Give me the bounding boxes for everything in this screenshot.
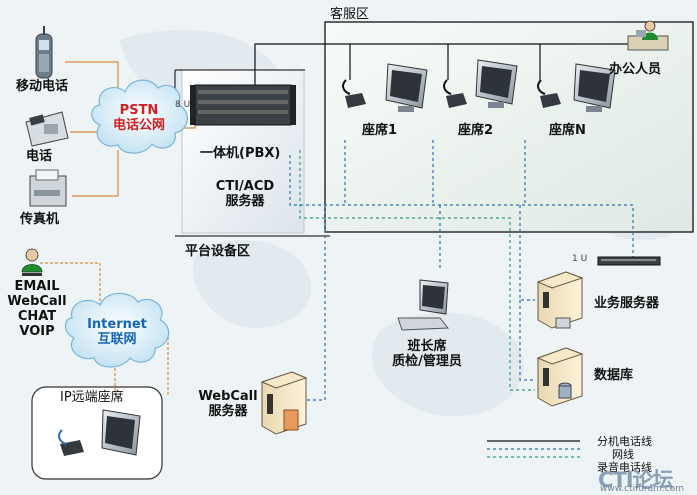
- pbx-unit-icon: [190, 84, 296, 126]
- legend-network-label: 网线: [612, 448, 634, 461]
- email-user-icon: [21, 248, 43, 276]
- service-zone-label: 客服区: [330, 7, 370, 22]
- webcall-server-line-1: WebCall: [198, 389, 258, 404]
- server-1u-icon: [597, 256, 661, 266]
- remote-seat-zone-label: IP远端座席: [60, 390, 124, 405]
- channel-list: EMAIL WebCall CHAT VOIP: [4, 279, 70, 340]
- webcall-server-icon: [260, 371, 308, 435]
- seat-n-workstation: [537, 63, 616, 112]
- remote-seat-zone: [31, 386, 163, 480]
- seat-2-workstation: [443, 59, 518, 108]
- pstn-cloud-label: PSTN 电话公网: [98, 103, 180, 134]
- office-staff-icon: [627, 20, 669, 51]
- recording-cables: [299, 150, 535, 391]
- pstn-cloud-line-1: PSTN: [119, 103, 159, 118]
- database-server-icon: [536, 347, 584, 407]
- business-server-icon: [536, 271, 584, 329]
- business-server-label: 业务服务器: [594, 296, 660, 311]
- server-rack-units: 1 U: [572, 254, 588, 264]
- pbx-label: 一体机(PBX): [200, 146, 281, 161]
- channel-email: EMAIL: [14, 279, 60, 294]
- internet-cloud-line-1: Internet: [87, 317, 147, 332]
- internet-cloud: [64, 292, 170, 368]
- platform-rack-units: 8 U: [175, 100, 191, 110]
- brand-url: www.ctiforum.com: [600, 484, 685, 494]
- phone-label: 电话: [26, 149, 53, 164]
- mobile-phone-label: 移动电话: [16, 79, 69, 94]
- database-label: 数据库: [594, 368, 634, 383]
- webcall-server-line-2: 服务器: [208, 403, 248, 419]
- platform-zone-label: 平台设备区: [185, 244, 251, 259]
- legend-recording-label: 录音电话线: [597, 461, 652, 474]
- cti-label: CTI/ACD 服务器: [205, 179, 285, 210]
- supervisor-workstation: [397, 279, 450, 331]
- remote-seat-workstation: [58, 409, 141, 456]
- mobile-phone-icon: [35, 26, 53, 79]
- service-zone: [324, 21, 694, 233]
- network-cables: [289, 140, 634, 401]
- internet-cloud-line-2: 互联网: [97, 331, 137, 347]
- supervisor-label: 班长席 质检/管理员: [372, 339, 482, 370]
- seat-n-label: 座席N: [549, 123, 586, 138]
- cti-label-line-2: 服务器: [225, 193, 265, 209]
- internet-cloud-label: Internet 互联网: [70, 317, 164, 348]
- seat-1-workstation: [342, 63, 428, 112]
- brand-logo: CTI论坛: [598, 468, 674, 492]
- channel-chat: CHAT: [17, 308, 57, 324]
- webcall-server-label: WebCall 服务器: [193, 389, 263, 420]
- pstn-cloud: [91, 79, 188, 154]
- legend: [487, 440, 580, 458]
- desk-phone-icon: [25, 111, 69, 147]
- supervisor-label-line-2: 质检/管理员: [392, 353, 462, 369]
- seat-2-label: 座席2: [458, 123, 494, 138]
- cti-label-line-1: CTI/ACD: [215, 179, 275, 194]
- pstn-cloud-line-2: 电话公网: [112, 117, 165, 133]
- fax-icon: [29, 169, 67, 207]
- channel-voip: VOIP: [19, 323, 55, 339]
- office-staff-label: 办公人员: [609, 62, 662, 77]
- channel-webcall: WebCall: [7, 293, 67, 309]
- legend-extension-label: 分机电话线: [597, 435, 652, 448]
- supervisor-label-line-1: 班长席: [407, 339, 447, 354]
- fax-label: 传真机: [20, 212, 60, 227]
- seat-1-label: 座席1: [362, 123, 398, 138]
